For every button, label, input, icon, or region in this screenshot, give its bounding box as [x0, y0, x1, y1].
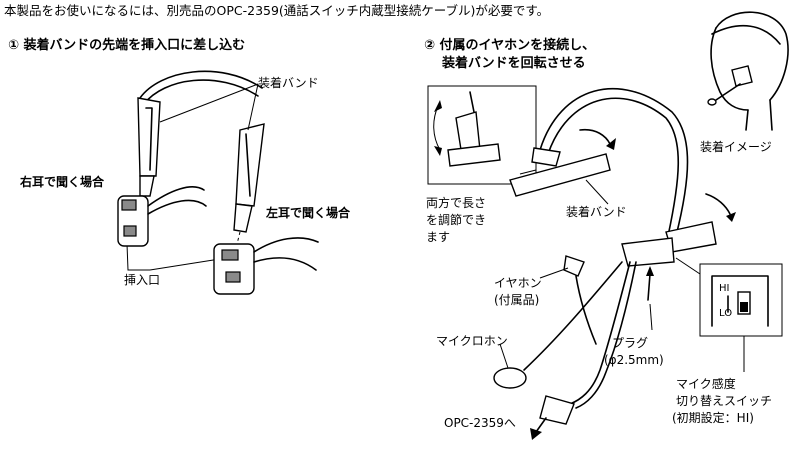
- adjust-inset: [427, 85, 537, 185]
- switch-inset: [699, 263, 783, 337]
- earphone: [563, 255, 597, 345]
- plug: [646, 266, 654, 301]
- wear-image-label: 装着イメージ: [700, 140, 772, 154]
- microphone: [493, 261, 623, 389]
- inlet-label: 挿入口: [124, 273, 161, 287]
- sens-label-line2: 切り替えスイッチ: [676, 394, 773, 408]
- left-earpiece: [213, 237, 319, 295]
- plug-label-line2: (φ2.5mm): [604, 353, 664, 367]
- wear-image: [707, 11, 789, 131]
- opc-label: OPC-2359へ: [444, 416, 516, 430]
- step1-band-label: 装着バンド: [258, 76, 319, 90]
- step1-title: ① 装着バンドの先端を挿入口に差し込む: [8, 38, 246, 53]
- earphone-label-line2: (付属品): [494, 293, 540, 307]
- adjust-line2: を調節でき: [426, 213, 487, 227]
- sens-label-line1: マイク感度: [676, 377, 736, 391]
- left-ear-label: 左耳で聞く場合: [266, 206, 351, 220]
- cable: [530, 261, 637, 440]
- earphone-label-line1: イヤホン: [494, 276, 542, 290]
- step2-band-label: 装着バンド: [566, 205, 627, 219]
- intro-text: 本製品をお使いになるには、別売品のOPC-2359(通話スイッチ内蔵型接続ケーブ…: [4, 3, 550, 18]
- right-earpiece: [117, 186, 207, 247]
- step1-headband: [137, 70, 265, 233]
- switch-lo-label: LO: [719, 308, 733, 319]
- adjust-line1: 両方で長さ: [426, 196, 487, 210]
- plug-label-line1: プラグ: [612, 336, 649, 350]
- step2-headband: [509, 87, 736, 267]
- mic-label: マイクロホン: [436, 334, 508, 348]
- sens-label-line3: (初期設定：HI): [672, 411, 754, 425]
- right-ear-label: 右耳で聞く場合: [20, 175, 105, 189]
- step2-title-line1: ② 付属のイヤホンを接続し、: [424, 38, 596, 53]
- adjust-line3: ます: [426, 230, 451, 244]
- step2-title-line2: 装着バンドを回転させる: [442, 56, 586, 71]
- switch-hi-label: HI: [719, 283, 730, 294]
